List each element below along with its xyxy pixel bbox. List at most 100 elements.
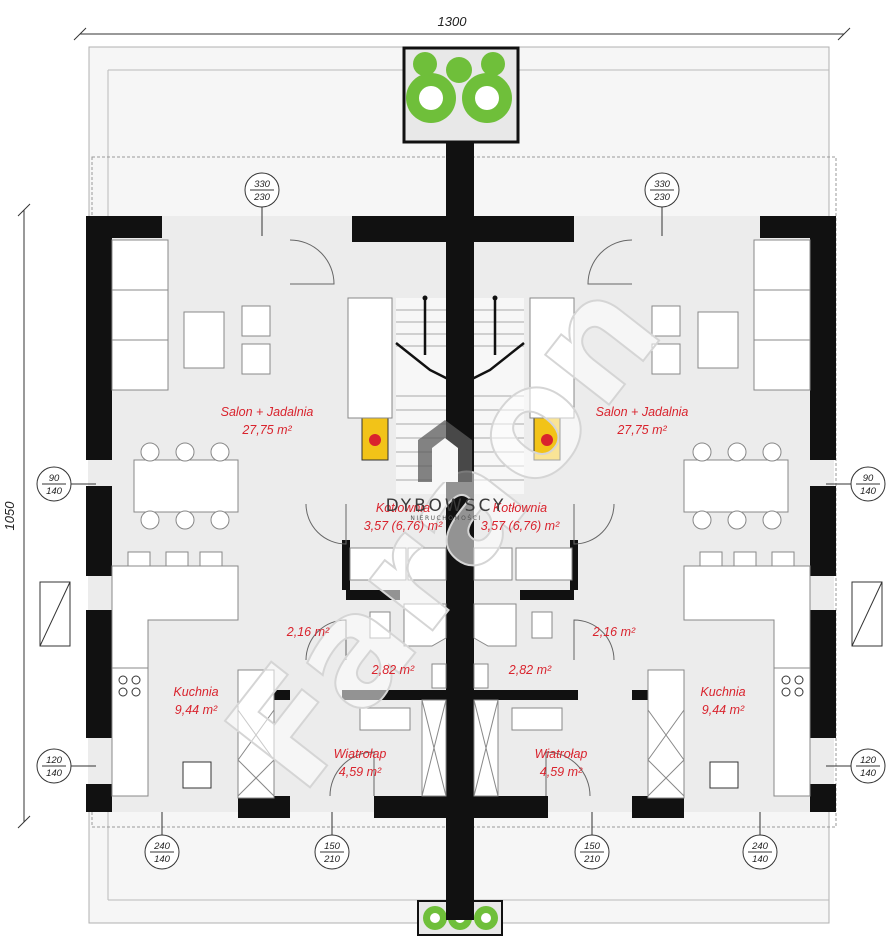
basin-left: [431, 663, 447, 689]
room-area: 4,59 m²: [339, 765, 382, 779]
dimension-tick: [73, 27, 87, 41]
wardrobe-cross-right: [473, 699, 499, 797]
shower-right: [473, 603, 517, 647]
room-area: 3,57 (6,76) m²: [481, 519, 560, 533]
svg-text:330: 330: [654, 179, 671, 190]
room-labels: Salon + Jadalnia 27,75 m² Salon + Jadaln…: [173, 405, 745, 779]
dining-table-right: [683, 459, 789, 513]
room-name: Kotłownia: [493, 501, 547, 515]
stair-dot: [492, 295, 498, 301]
stair-arrow-left: [395, 298, 451, 382]
fridge-cross-left: [237, 709, 275, 797]
toilet-right: [531, 611, 553, 639]
stair-arrow-right: [469, 298, 525, 382]
boiler-right: [515, 547, 573, 581]
chairs-left: [127, 442, 230, 567]
sofa-left: [111, 239, 169, 391]
room-area: 2,16 m²: [286, 625, 330, 639]
room-area: 9,44 m²: [175, 703, 218, 717]
toilet-left: [369, 611, 391, 639]
room-area: 4,59 m²: [540, 765, 583, 779]
svg-text:90: 90: [49, 473, 60, 484]
room-area: 2,82 m²: [508, 663, 552, 677]
room-name: Kuchnia: [700, 685, 745, 699]
boiler-left: [407, 547, 447, 581]
walls: [86, 142, 836, 920]
armchair-right: [651, 305, 681, 337]
room-name: Salon + Jadalnia: [221, 405, 314, 419]
armchair-right: [651, 343, 681, 375]
hob-left: [118, 675, 141, 697]
svg-text:330: 330: [254, 179, 271, 190]
room-area: 2,16 m²: [592, 625, 636, 639]
armchair-left: [241, 305, 271, 337]
dimension-tick: [17, 203, 31, 217]
door-swings: [289, 239, 633, 797]
window-side-left: [39, 581, 71, 647]
wardrobe-cross-left: [421, 699, 447, 797]
svg-text:150: 150: [584, 841, 601, 852]
sofa-right: [753, 239, 811, 391]
fire-icon: [541, 434, 553, 446]
coffee-table-right: [697, 311, 739, 369]
svg-text:240: 240: [153, 841, 171, 852]
dimension-width: 1300: [438, 14, 468, 29]
svg-text:140: 140: [860, 768, 877, 779]
counter-left: [111, 667, 149, 797]
room-area: 2,82 m²: [371, 663, 415, 677]
fire-icon: [369, 434, 381, 446]
armchair-left: [241, 343, 271, 375]
plant-icon: [406, 52, 512, 123]
boiler-left: [349, 547, 407, 581]
closet-right: [529, 297, 575, 419]
room-name: Salon + Jadalnia: [596, 405, 689, 419]
svg-text:120: 120: [860, 755, 877, 766]
room-name: Wiatrołap: [334, 747, 387, 761]
svg-text:140: 140: [154, 854, 171, 865]
svg-text:120: 120: [46, 755, 63, 766]
dimension-tick: [17, 815, 31, 829]
room-area: 27,75 m²: [241, 423, 292, 437]
room-area: 27,75 m²: [616, 423, 667, 437]
svg-text:240: 240: [751, 841, 769, 852]
brand-tagline: NIERUCHOMOŚCI: [410, 515, 481, 522]
counter-right: [773, 667, 811, 797]
room-name: Kuchnia: [173, 685, 218, 699]
chairs-right: [692, 442, 795, 567]
opening-markers: 330 230 330 230 90 140 90 140 120 140 12…: [36, 172, 886, 870]
svg-text:230: 230: [253, 192, 271, 203]
bench-left: [359, 707, 411, 731]
dimension-height: 1050: [2, 501, 17, 531]
room-area: 3,57 (6,76) m²: [364, 519, 443, 533]
shower-left: [403, 603, 447, 647]
dining-table-left: [133, 459, 239, 513]
coffee-table-left: [183, 311, 225, 369]
svg-text:210: 210: [323, 854, 341, 865]
bench-right: [511, 707, 563, 731]
dimension-tick: [837, 27, 851, 41]
room-area: 9,44 m²: [702, 703, 745, 717]
svg-text:230: 230: [653, 192, 671, 203]
svg-text:140: 140: [46, 768, 63, 779]
svg-text:90: 90: [863, 473, 874, 484]
brand-logo: DYBOWSCY NIERUCHOMOŚCI: [386, 420, 507, 522]
boiler-right: [473, 547, 513, 581]
hob-right: [781, 675, 804, 697]
room-name: Kotłownia: [376, 501, 430, 515]
window-side-right: [851, 581, 883, 647]
stair-dot: [422, 295, 428, 301]
svg-text:150: 150: [324, 841, 341, 852]
fridge-right: [647, 669, 685, 799]
brand-name: DYBOWSCY: [386, 496, 507, 516]
svg-text:140: 140: [860, 486, 877, 497]
svg-text:140: 140: [46, 486, 63, 497]
svg-text:140: 140: [752, 854, 769, 865]
fridge-cross-right: [647, 709, 685, 797]
sink-right: [709, 761, 739, 789]
closet-left: [347, 297, 393, 419]
sink-left: [182, 761, 212, 789]
svg-text:210: 210: [583, 854, 601, 865]
basin-right: [473, 663, 489, 689]
fridge-left: [237, 669, 275, 799]
room-name: Wiatrołap: [535, 747, 588, 761]
